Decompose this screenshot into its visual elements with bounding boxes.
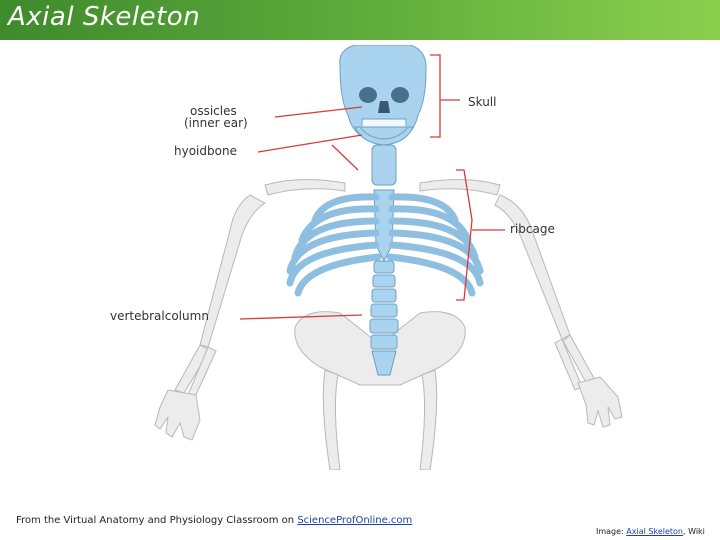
vertebral-column [369,260,399,376]
teeth [361,118,407,128]
title-bar: Axial Skeleton [0,0,720,40]
skull [339,45,427,141]
ribs [286,193,484,297]
eye-socket-right [391,87,409,103]
footer-credit-text: From the Virtual Anatomy and Physiology … [16,515,298,526]
mandible [354,126,414,146]
label-hyoid-bone: hyoidbone [174,144,237,158]
sternum [373,189,395,263]
footer-credit: From the Virtual Anatomy and Physiology … [16,515,412,526]
nasal-cavity [378,101,390,113]
slide-title: Axial Skeleton [8,2,201,32]
label-inner-ear: (inner ear) [184,116,248,130]
leader-lines [239,54,505,320]
scienceprofonline-link[interactable]: ScienceProfOnline.com [297,515,413,526]
eye-socket-left [359,87,377,103]
label-ossicles: ossicles [190,104,237,118]
image-credit: Image: Axial Skeleton, Wiki [596,527,705,536]
axial-skeleton [286,45,484,376]
image-credit-prefix: Image: [596,527,627,536]
axial-skeleton-link[interactable]: Axial Skeleton [626,527,683,536]
label-skull: Skull [468,95,496,109]
label-ribcage: ribcage [510,222,555,236]
label-vertebral-column: vertebralcolumn [110,309,209,323]
skeleton-diagram: ossicles (inner ear) hyoidbone Skull rib… [110,45,623,470]
image-credit-suffix: , Wiki [683,527,705,536]
